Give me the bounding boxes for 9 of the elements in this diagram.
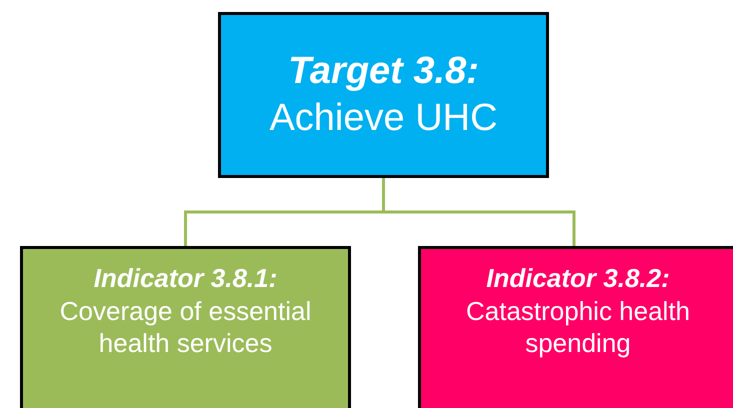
indicator-box	[20, 246, 351, 408]
box-text: Catastrophic health spending	[464, 294, 692, 360]
box-text: Achieve UHC	[269, 96, 498, 141]
box-heading: Indicator 3.8.1:	[94, 262, 278, 295]
box-text: Coverage of essential health services	[58, 294, 312, 360]
box-heading: Indicator 3.8.2:	[486, 262, 670, 295]
indicator-box	[218, 12, 549, 178]
box-heading: Target 3.8:	[288, 48, 479, 94]
indicator-box	[418, 246, 733, 408]
